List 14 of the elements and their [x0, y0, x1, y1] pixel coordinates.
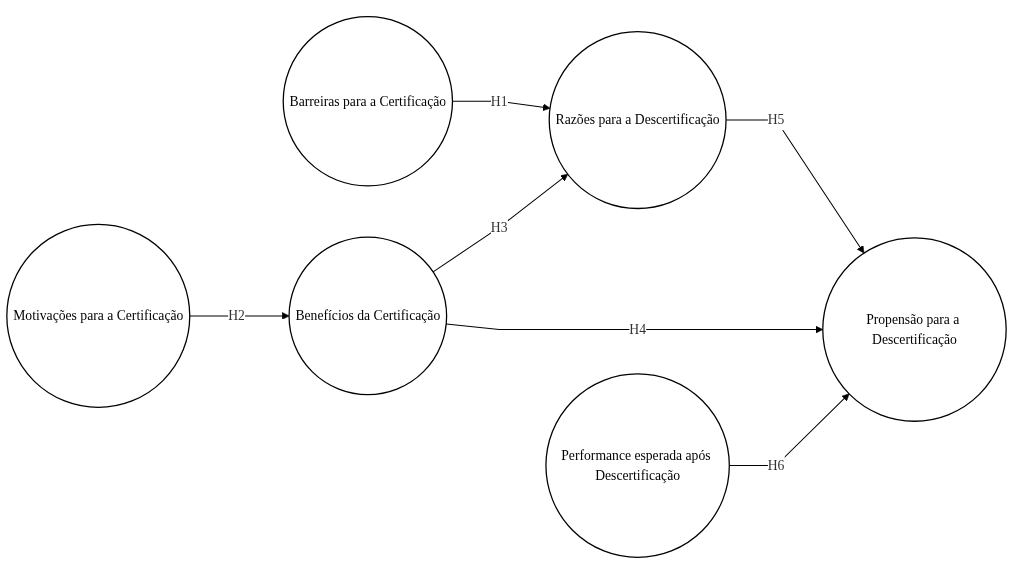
edge-label: H4: [629, 321, 646, 337]
node-circle: Barreiras para a Certificação: [282, 16, 454, 187]
node-circle: Razões para a Descertificação: [548, 31, 727, 210]
edge-label: H3: [490, 219, 508, 235]
node-circle: Benefícios da Certificação: [288, 236, 448, 396]
arrow: [189, 312, 290, 320]
arrow: [432, 173, 569, 273]
edge-label: H5: [767, 112, 785, 127]
edge-label: H2: [228, 308, 245, 323]
edge-label: H1: [490, 93, 508, 109]
node-circle: Propensão para a Descertificação: [822, 237, 1007, 422]
node-circle: Performance esperada após Descertificação: [545, 373, 730, 558]
node-circle: Motivações para a Certificação: [6, 223, 191, 408]
edge-label: H6: [767, 457, 785, 473]
